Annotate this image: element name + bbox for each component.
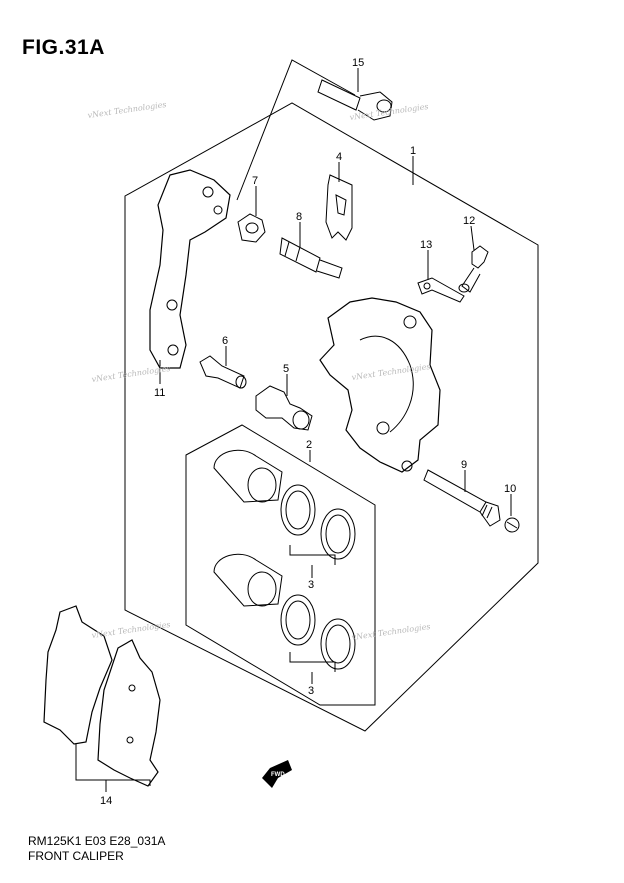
- callout-12: 12: [463, 215, 475, 227]
- caliper-upper-bore: [403, 315, 417, 329]
- piston-seal-upper-a: [280, 484, 316, 536]
- caliper-assembly-outline: [124, 102, 539, 732]
- seal-kit-outline: [185, 424, 376, 706]
- slide-pin-line: [295, 246, 301, 262]
- pad-spring-slot: [335, 194, 347, 216]
- brake-pad-inner: [97, 639, 161, 787]
- bracket-pin-end: [235, 375, 247, 389]
- mounting-bolt: [317, 79, 393, 121]
- bleeder-plate-hole: [423, 282, 431, 290]
- bracket-hole-pin: [213, 205, 223, 215]
- callout-6: 6: [222, 335, 228, 347]
- figure-title: FIG.31A: [22, 36, 105, 59]
- callout-13: 13: [420, 239, 432, 251]
- piston-seal-lower-a-inner: [285, 600, 311, 640]
- callout-4: 4: [336, 151, 342, 163]
- caliper-pin-thread: [481, 504, 488, 517]
- bracket-pin: [199, 355, 245, 389]
- callout-7: 7: [252, 175, 258, 187]
- piston-upper-face: [247, 467, 277, 503]
- piston-seal-upper-b-inner: [325, 514, 351, 554]
- callout-5: 5: [283, 363, 289, 375]
- figure-caption: FRONT CALIPER: [28, 849, 124, 863]
- watermark: vNext Technologies: [351, 362, 431, 382]
- piston-seal-upper-a-inner: [285, 490, 311, 530]
- caliper-body-contour: [359, 335, 414, 433]
- pin-plug: [504, 517, 520, 533]
- bleeder-valve: [461, 245, 489, 293]
- mounting-bolt-head: [376, 99, 392, 113]
- brake-pad-hole: [126, 736, 134, 744]
- piston-lower-face: [247, 571, 277, 607]
- watermark: vNext Technologies: [349, 102, 429, 122]
- watermark: vNext Technologies: [87, 100, 167, 120]
- caliper-bracket: [149, 169, 231, 369]
- piston-seal-upper-b: [320, 508, 356, 560]
- forward-label: FWD: [271, 772, 285, 778]
- piston-lower: [213, 553, 283, 607]
- callout-11: 11: [154, 387, 165, 399]
- watermark: vNext Technologies: [91, 364, 171, 384]
- brake-pad-hole: [128, 684, 136, 692]
- piston-upper: [213, 449, 283, 503]
- callout-9: 9: [461, 459, 467, 471]
- bracket-boot-end: [292, 410, 310, 430]
- callout-3-upper: 3: [308, 579, 314, 591]
- bolt-15-leader-frame: [236, 59, 356, 201]
- caliper-pin-thread: [486, 506, 493, 519]
- bracket-hole-low: [167, 344, 179, 356]
- piston-seal-lower-a: [280, 594, 316, 646]
- piston-seal-lower-b: [320, 618, 356, 670]
- drawing-code: RM125K1 E03 E28_031A: [28, 834, 166, 848]
- bleeder-plate: [417, 277, 465, 303]
- caliper-pin: [423, 469, 501, 527]
- callout-1: 1: [410, 145, 416, 157]
- slide-pin: [279, 237, 343, 279]
- pin-boot-end: [245, 222, 259, 234]
- callout-2: 2: [306, 439, 312, 451]
- bleeder-tip: [458, 283, 470, 293]
- callout-10: 10: [504, 483, 516, 495]
- callout-3-lower: 3: [308, 685, 314, 697]
- seal-leader-lower: [289, 652, 336, 672]
- pad-spring: [325, 174, 353, 241]
- leader-12: [470, 225, 475, 251]
- caliper-pin-bore: [401, 460, 413, 472]
- caliper-body: [319, 297, 441, 473]
- brake-pad-outer: [43, 605, 113, 745]
- caliper-lower-bore: [376, 421, 390, 435]
- seal-leader-upper: [289, 545, 336, 565]
- callout-15: 15: [352, 57, 364, 69]
- watermark: vNext Technologies: [91, 620, 171, 640]
- pin-plug-slot: [506, 521, 518, 529]
- callout-14: 14: [100, 795, 112, 807]
- piston-seal-lower-b-inner: [325, 624, 351, 664]
- bracket-hole-top: [202, 186, 214, 198]
- pin-boot: [237, 213, 266, 243]
- bracket-boot: [255, 385, 313, 431]
- leader-14-bracket: [75, 744, 151, 786]
- watermark: vNext Technologies: [351, 622, 431, 642]
- forward-arrow-icon: FWD: [262, 760, 292, 788]
- callout-8: 8: [296, 211, 302, 223]
- slide-pin-line: [284, 241, 290, 257]
- bracket-hole-mid: [166, 299, 178, 311]
